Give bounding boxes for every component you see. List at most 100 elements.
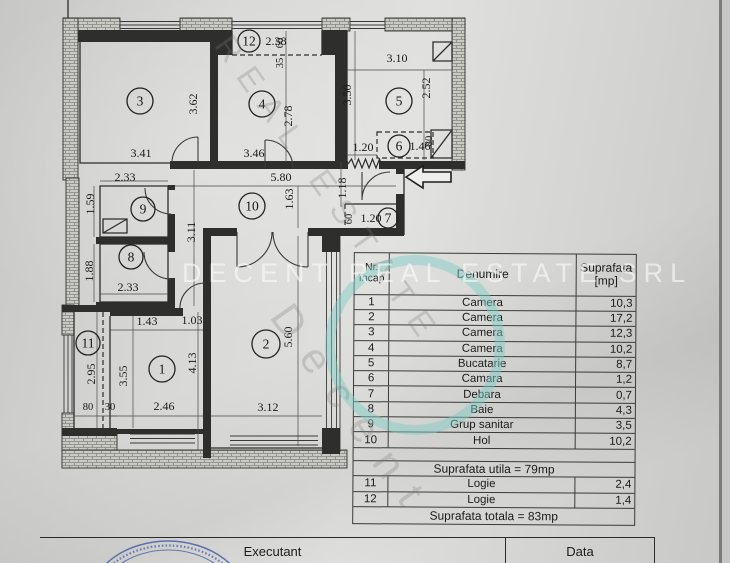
dimension-label: 2.33	[118, 280, 139, 294]
table-cell-name: Camara	[389, 371, 577, 387]
table-cell-area: 2,4	[615, 479, 632, 492]
dimension-label: 1.43	[137, 314, 158, 328]
door-arcs	[143, 136, 391, 309]
data-label: Data	[505, 538, 654, 563]
room-number-circle	[126, 87, 154, 115]
dimension-label: 4.13	[185, 353, 199, 374]
table-cell-nr: 8	[353, 401, 389, 417]
dimension-label: 3.12	[258, 400, 279, 414]
table-cell-nr: 1	[354, 294, 390, 310]
dimension-label: 30	[105, 402, 116, 413]
table-header: Nr. încap Denumire Suprafata [mp]	[354, 253, 636, 297]
room-number-circle	[118, 244, 144, 270]
table-cell-area: 12,3	[609, 328, 633, 341]
room-number-circle	[237, 29, 261, 53]
room-number-circle	[238, 192, 266, 220]
dimension-label: 1.18	[335, 178, 349, 199]
table-cell-nr: 7	[353, 386, 390, 402]
table-cell-name: Camera	[389, 310, 577, 326]
room-number-circle	[130, 196, 156, 222]
room-number-circle	[385, 87, 413, 115]
dimension-label: 1.59	[83, 194, 97, 215]
dimension-label: 3.50	[340, 85, 354, 106]
round-stamp	[105, 540, 231, 563]
dimension-label: 80	[83, 402, 94, 413]
room-number: 3	[137, 94, 144, 109]
table-cell-name: Camera	[389, 340, 577, 357]
table-cell-area: 1,2	[616, 374, 633, 387]
thin-walls	[67, 0, 453, 449]
table-cell-name: Logie	[388, 491, 576, 508]
room-number-circle	[75, 330, 101, 356]
dimension-label: 2.38	[266, 34, 287, 48]
dimension-label: 5.80	[271, 170, 292, 184]
room-number: 1	[159, 362, 166, 377]
room-number: 11	[82, 336, 95, 351]
dimension-label: 1.20	[361, 211, 382, 225]
dimension-label: 2.52	[419, 78, 433, 99]
dimension-label: 2.46	[154, 399, 175, 413]
table-cell-name: Hol	[388, 432, 576, 449]
header-suprafata: Suprafata [mp]	[580, 260, 633, 289]
table-cell-nr: 4	[354, 340, 390, 356]
room-number: 8	[128, 250, 135, 265]
room-number: 7	[385, 211, 392, 226]
table-cell-nr: 5	[354, 356, 390, 371]
table-cell-name: Grup sanitar	[388, 417, 576, 433]
table-cell-nr: 2	[354, 310, 390, 325]
table-cell-area: 10,2	[609, 343, 633, 356]
room-number-circle	[377, 207, 399, 229]
table-cell-nr: 12	[353, 491, 389, 507]
room-number: 10	[245, 199, 259, 214]
interior-walls	[62, 30, 465, 458]
dimension-label: 3.62	[186, 94, 200, 115]
room-number: 2	[263, 337, 270, 352]
dimension-label: 1.03	[182, 313, 203, 327]
table-cell-nr: 10	[353, 432, 389, 448]
room-number: 9	[140, 202, 147, 217]
total-row: Suprafata totala = 83mp	[429, 508, 558, 524]
stamp-text-ring	[112, 544, 224, 563]
table-cell-area: 4,3	[615, 404, 632, 417]
dimension-label: 80	[424, 136, 435, 147]
header-nr: Nr. încap	[354, 253, 390, 295]
room-number: 12	[242, 34, 256, 49]
entrance-arrow-icon	[404, 164, 452, 190]
table-cell-name: Debara	[388, 386, 577, 403]
table-cell-name: Baie	[388, 402, 576, 418]
table-cell-area: 1,4	[615, 494, 632, 507]
room-number-circle	[148, 355, 176, 383]
page-edge-outside	[722, 0, 730, 563]
table-cell-name: Camera	[389, 325, 577, 342]
windows	[63, 21, 385, 452]
dimension-label: 1.88	[82, 261, 96, 282]
page-edge	[719, 0, 722, 563]
dimension-label: 3.55	[116, 366, 130, 387]
dimension-label: 1.46	[410, 139, 431, 153]
dimension-label: 1.63	[282, 189, 296, 210]
room-number-circle	[251, 329, 281, 359]
dimension-label: 5.60	[281, 327, 295, 348]
dimension-label: 1.20	[353, 140, 374, 154]
executant-label: Executant	[243, 543, 302, 559]
subtotal-row: Suprafata utila = 79mp	[353, 461, 635, 479]
dimension-label: 35	[275, 58, 286, 69]
table-cell-area: 8,7	[616, 358, 633, 371]
table-cell-area: 10,2	[609, 435, 632, 448]
